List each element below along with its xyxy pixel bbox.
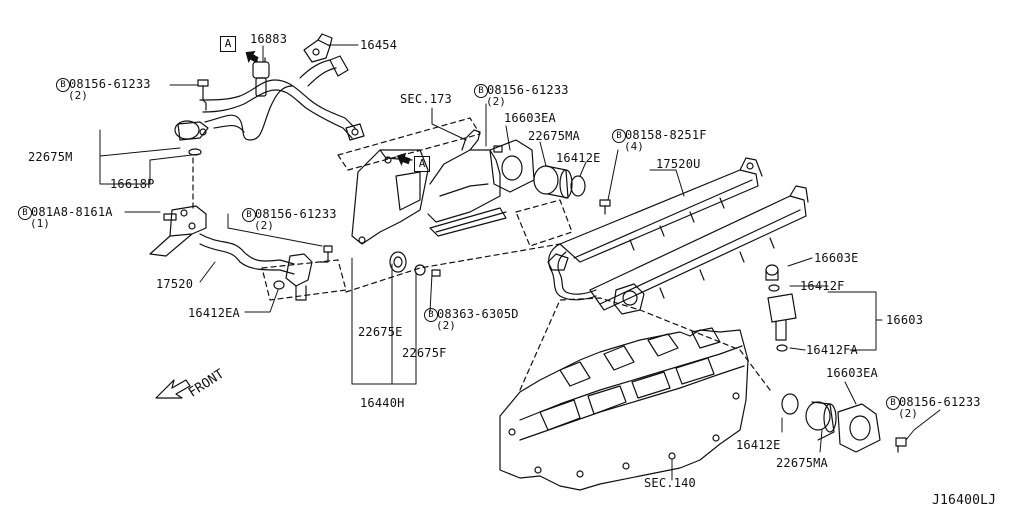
label-16603: 16603 [886,313,924,327]
label-bolt-tr-qty: (4) [624,140,644,153]
bolt-symbol-br: B [886,396,900,410]
label-bolt-br: 08156-61233 [899,395,981,409]
intake-manifold-sec140 [499,327,749,491]
gasket-16603ea-top [489,139,535,193]
o-ring-16412e-bot [781,393,799,415]
view-marker-mid: A [414,156,430,172]
quick-connector-16454 [303,33,333,63]
bolt-symbol-left: B [18,206,32,220]
label-22675f: 22675F [402,346,447,360]
label-bolt-tr: 08158-8251F [625,128,707,142]
label-bolt-ml-qty: (2) [254,219,274,232]
label-16618p: 16618P [110,177,155,191]
bolt-symbol-tl: B [56,78,70,92]
injector-16603 [765,264,797,352]
label-bolt-tc: 08156-61233 [487,83,569,97]
label-17520u: 17520U [656,157,701,171]
feed-tube-right [547,243,597,301]
label-bolt-tl-qty: (2) [68,89,88,102]
front-arrow-icon [155,379,191,399]
damper-22675m [174,120,209,156]
label-16454: 16454 [360,38,398,52]
connector-right-end [345,123,365,141]
o-ring-16412e-top [570,175,586,197]
fuel-rail-ports [629,197,775,299]
diagram-id: J16400LJ [932,493,997,508]
bolt-top-center [493,145,503,153]
injector-holder-22675ma-top [533,165,573,199]
dashed-guide-mid [345,243,561,293]
fuel-hose-upper [199,55,356,141]
dashed-guide-rail [515,199,573,247]
bolt-symbol-ml: B [242,208,256,222]
gasket-16603ea-bot [837,403,881,453]
label-16603ea-bot: 16603EA [826,366,878,380]
bolt-bottom-right [895,437,907,453]
bracket-lower-left [149,205,207,257]
label-22675m: 22675M [28,150,73,164]
fuel-rail-lower [589,185,809,311]
label-bolt-ml: 08156-61233 [255,207,337,221]
dashed-outline-left [261,259,347,301]
bolt-symbol-mid: B [424,308,438,322]
label-16412e-bot: 16412E [736,438,781,452]
label-bolt-tc-qty: (2) [486,95,506,108]
label-22675ma-top: 22675MA [528,129,580,143]
label-bolt-left: 081A8-8161A [31,205,113,219]
label-bolt-mid: 08363-6305D [437,307,519,321]
bolt-mid-left [319,245,333,263]
view-marker-top: A [220,36,236,52]
label-16440h: 16440H [360,396,405,410]
fuel-rail-upper [559,157,763,263]
cover-plate-16440h [351,149,429,245]
injector-holder-22675ma-bot [805,401,837,441]
label-16412ea: 16412EA [188,306,240,320]
label-16412e-top: 16412E [556,151,601,165]
fuel-tube-sec173 [427,129,507,237]
label-16883: 16883 [250,32,288,46]
fuel-damper-16883 [252,57,270,97]
fuel-hose-17520 [199,233,313,301]
bolt-symbol-tc: B [474,84,488,98]
label-16412f: 16412F [800,279,845,293]
leader-lines [99,44,941,481]
label-17520: 17520 [156,277,194,291]
bolt-top-left [197,79,209,111]
view-arrow-a-top-icon [245,50,259,64]
bolt-top-right [599,199,611,215]
label-bolt-tl: 08156-61233 [69,77,151,91]
dashed-outline-manifold [519,297,771,391]
label-16603ea-top: 16603EA [504,111,556,125]
label-bolt-br-qty: (2) [898,407,918,420]
label-sec173: SEC.173 [400,92,452,106]
label-16603e: 16603E [814,251,859,265]
label-bolt-left-qty: (1) [30,217,50,230]
label-sec140: SEC.140 [644,476,696,490]
label-22675ma-bot: 22675MA [776,456,828,470]
label-bolt-mid-qty: (2) [436,319,456,332]
label-16412fa: 16412FA [806,343,858,357]
label-22675e: 22675E [358,325,403,339]
view-arrow-a-mid-icon [396,152,411,166]
bolt-symbol-tr: B [612,129,626,143]
insulator-22675e [389,251,441,277]
